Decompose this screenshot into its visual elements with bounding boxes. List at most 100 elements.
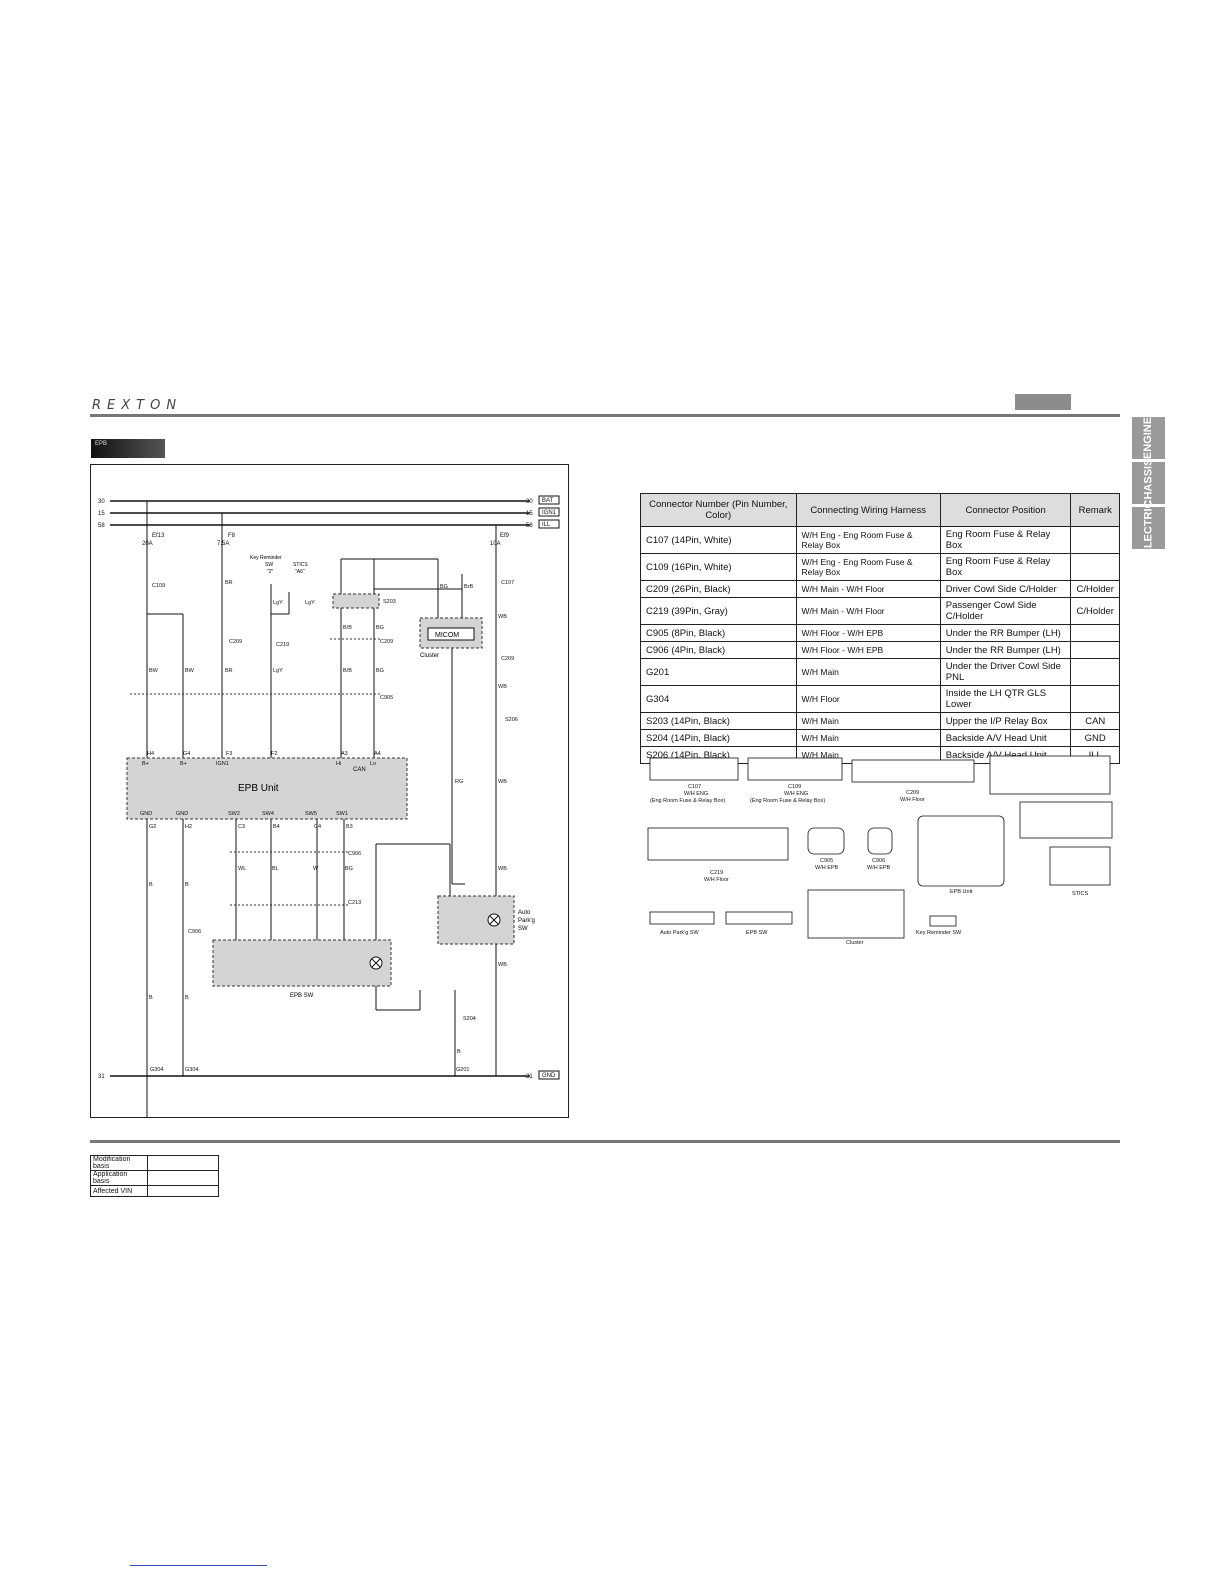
table-cell: W/H Eng - Eng Room Fuse & Relay Box (795, 553, 941, 581)
svg-text:SW4: SW4 (262, 811, 274, 817)
table-cell: G201 (640, 658, 797, 686)
svg-text:B+: B+ (142, 761, 149, 767)
svg-text:LgY: LgY (273, 668, 283, 674)
svg-text:C906: C906 (872, 858, 885, 864)
table-row: C107 (14Pin, White)W/H Eng - Eng Room Fu… (640, 526, 1120, 554)
svg-text:C219: C219 (276, 642, 289, 648)
svg-text:(Eng Room Fuse & Relay Box): (Eng Room Fuse & Relay Box) (650, 798, 725, 804)
table-cell: W/H Floor (795, 685, 941, 713)
table-cell: W/H Main - W/H Floor (795, 597, 941, 625)
table-cell (1070, 624, 1120, 642)
svg-text:10A: 10A (490, 541, 501, 547)
svg-text:7.5A: 7.5A (217, 541, 229, 547)
svg-text:LgY: LgY (305, 600, 315, 606)
table-cell: Upper the I/P Relay Box (939, 712, 1072, 730)
side-tab-engine[interactable]: ENGINE (1132, 417, 1165, 459)
svg-text:EPB SW: EPB SW (746, 930, 768, 936)
side-tab-chassis[interactable]: CHASSIS (1132, 459, 1165, 507)
footer-rule (90, 1140, 1120, 1143)
svg-text:S206: S206 (505, 717, 518, 723)
svg-text:Park'g: Park'g (518, 918, 535, 924)
table-cell: C107 (14Pin, White) (640, 526, 797, 554)
svg-text:RG: RG (455, 779, 463, 785)
svg-text:GND: GND (140, 811, 152, 817)
svg-text:58: 58 (526, 523, 533, 529)
table-cell: C/Holder (1070, 580, 1120, 598)
svg-text:30: 30 (98, 499, 105, 505)
svg-text:EPB SW: EPB SW (290, 993, 314, 999)
svg-text:A4: A4 (374, 751, 381, 757)
svg-text:EPB Unit: EPB Unit (238, 783, 279, 794)
table-cell: W/H Eng - Eng Room Fuse & Relay Box (795, 526, 941, 554)
svg-text:SW2: SW2 (228, 811, 240, 817)
svg-text:WB: WB (498, 684, 507, 690)
table-cell: S204 (14Pin, Black) (640, 729, 797, 747)
svg-text:Auto Park'g SW: Auto Park'g SW (660, 930, 699, 936)
svg-text:WB: WB (498, 866, 507, 872)
table-cell: C905 (8Pin, Black) (640, 624, 797, 642)
svg-text:W/H EPB: W/H EPB (867, 865, 891, 871)
svg-text:15: 15 (526, 511, 533, 517)
footer-link-underline[interactable] (130, 1565, 267, 1566)
modification-basis-label: Modification basis (90, 1155, 148, 1171)
table-cell (1070, 526, 1120, 554)
table-cell: C109 (16Pin, White) (640, 553, 797, 581)
table-cell: GND (1070, 729, 1120, 747)
header-rule (90, 414, 1120, 417)
svg-text:ILL: ILL (542, 522, 551, 528)
svg-text:31: 31 (98, 1074, 105, 1080)
svg-text:20A: 20A (142, 541, 153, 547)
svg-text:C107: C107 (688, 784, 701, 790)
svg-text:W/H EPB: W/H EPB (815, 865, 839, 871)
svg-text:LgY: LgY (273, 600, 283, 606)
table-cell: CAN (1070, 712, 1120, 730)
svg-text:58: 58 (98, 523, 105, 529)
svg-text:WB: WB (498, 614, 507, 620)
svg-text:Cluster: Cluster (846, 940, 864, 946)
svg-text:Hi: Hi (336, 761, 341, 767)
svg-text:BG: BG (345, 866, 353, 872)
svg-text:Key Reminder SW: Key Reminder SW (916, 930, 962, 936)
svg-text:GND: GND (176, 811, 188, 817)
svg-text:IGN1: IGN1 (542, 510, 557, 516)
table-cell (1070, 641, 1120, 659)
svg-text:C906: C906 (188, 929, 201, 935)
svg-text:C209: C209 (906, 790, 919, 796)
svg-text:C107: C107 (501, 580, 514, 586)
table-cell: W/H Main (795, 658, 941, 686)
col-connector-number: Connector Number (Pin Number, Color) (640, 493, 797, 527)
svg-text:B/B: B/B (343, 668, 352, 674)
wiring-diagram-frame (90, 464, 569, 1118)
table-cell: S203 (14Pin, Black) (640, 712, 797, 730)
svg-text:C209: C209 (501, 656, 514, 662)
svg-text:WB: WB (498, 962, 507, 968)
svg-text:C4: C4 (314, 824, 321, 830)
wiring-diagram: 30 15 58 31 30 15 58 31 BAT IGN1 ILL GND… (98, 495, 560, 1118)
table-cell: W/H Floor - W/H EPB (795, 641, 941, 659)
svg-text:SW: SW (518, 926, 528, 932)
svg-text:Key Reminder: Key Reminder (250, 555, 282, 561)
side-tab-electric[interactable]: ELECTRIC (1132, 501, 1165, 556)
svg-text:G201: G201 (456, 1067, 469, 1073)
svg-text:S204: S204 (463, 1016, 476, 1022)
svg-text:B: B (185, 995, 189, 1001)
svg-text:F3: F3 (226, 751, 232, 757)
svg-text:CAN: CAN (353, 767, 366, 773)
connector-face-views: C107 W/H ENG (Eng Room Fuse & Relay Box)… (647, 755, 1113, 946)
svg-text:Auto: Auto (518, 910, 531, 916)
svg-text:BG: BG (440, 584, 448, 590)
svg-text:B: B (457, 1049, 461, 1055)
modification-table: Modification basis Application basis Aff… (90, 1155, 219, 1197)
svg-text:G4: G4 (183, 751, 190, 757)
table-cell: Backside A/V Head Unit (939, 729, 1072, 747)
svg-text:BW: BW (185, 668, 195, 674)
svg-text:MICOM: MICOM (435, 632, 459, 639)
table-cell: Eng Room Fuse & Relay Box (939, 526, 1072, 554)
svg-text:SW: SW (265, 562, 273, 568)
svg-text:B: B (149, 882, 153, 888)
affected-vin-label: Affected VIN (90, 1185, 148, 1197)
svg-text:BR: BR (225, 580, 233, 586)
